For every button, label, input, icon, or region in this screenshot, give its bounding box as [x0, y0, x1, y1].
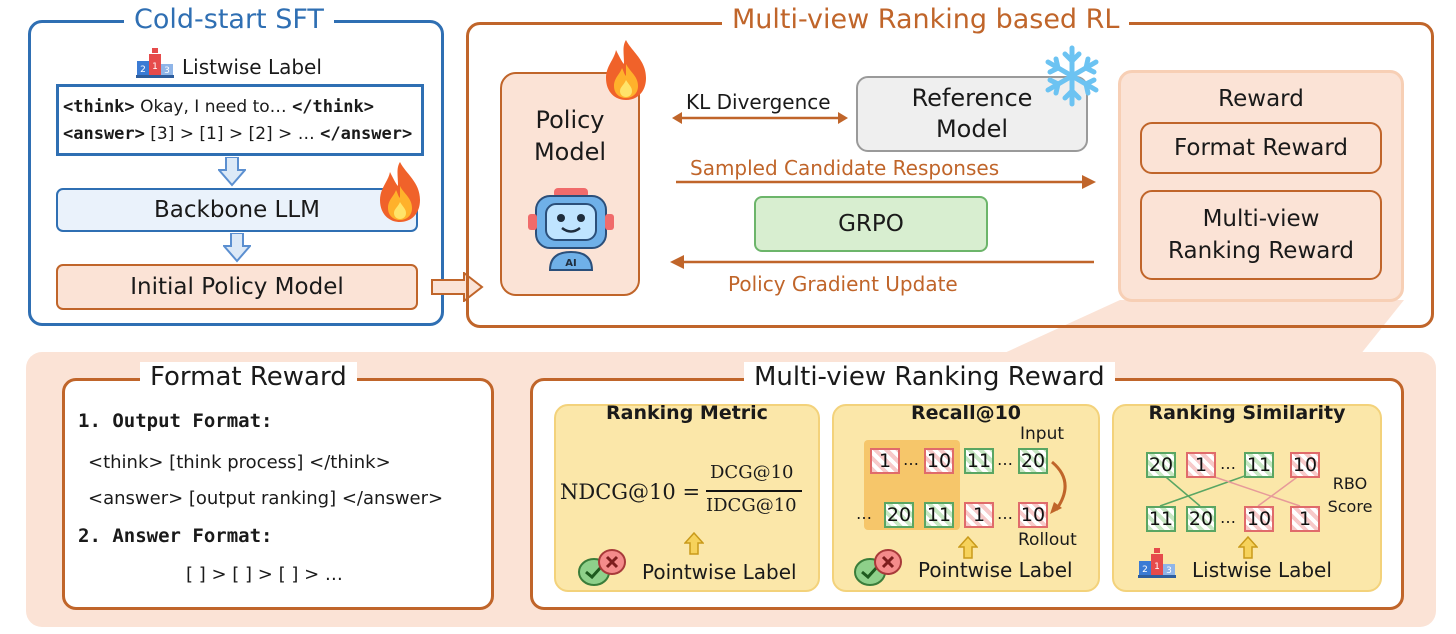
- similarity-bottom-item: 1: [1290, 506, 1320, 532]
- multiview-reward-title: Multi-view Ranking Reward: [744, 362, 1115, 392]
- cold-start-sft-title: Cold-start SFT: [124, 4, 334, 35]
- similarity-bottom-item: 20: [1186, 506, 1216, 532]
- svg-text:3: 3: [1166, 566, 1172, 576]
- answer-format-heading: 2. Answer Format:: [78, 525, 273, 547]
- policy-model-label: Policy Model: [533, 106, 607, 167]
- similarity-bottom-item: 10: [1244, 506, 1274, 532]
- ranking-similarity-title: Ranking Similarity: [1148, 402, 1346, 424]
- kl-divergence-label: KL Divergence: [686, 90, 831, 114]
- answer-open-tag: <answer>: [63, 124, 145, 144]
- listwise-label-heading: Listwise Label: [182, 55, 322, 79]
- similarity-bottom-item: 11: [1146, 506, 1176, 532]
- listwise-label-similarity: Listwise Label: [1192, 558, 1332, 582]
- rl-title: Multi-view Ranking based RL: [722, 4, 1130, 35]
- arrow-down-icon: [223, 233, 251, 263]
- arrow-left-icon: [670, 255, 1094, 269]
- svg-text:1: 1: [1154, 562, 1160, 572]
- recall-rollout-item: 20: [884, 502, 914, 528]
- format-reward-title: Format Reward: [140, 362, 357, 392]
- policy-model-box: Policy Model: [500, 72, 640, 296]
- answer-close-tag: </answer>: [320, 124, 413, 144]
- recall-title: Recall@10: [910, 402, 1022, 424]
- backbone-llm-box: Backbone LLM: [56, 188, 418, 232]
- output-format-line2: <answer> [output ranking] </answer>: [88, 488, 444, 509]
- arrow-up-icon: [958, 536, 978, 559]
- ndcg-denominator: IDCG@10: [706, 495, 797, 516]
- arrow-right-icon: [431, 272, 484, 302]
- reward-title: Reward: [1218, 86, 1304, 112]
- fire-icon: [380, 162, 420, 222]
- ndcg-lhs: NDCG@10 =: [560, 480, 701, 504]
- sampled-responses-label: Sampled Candidate Responses: [690, 156, 1000, 180]
- similarity-ellipsis: …: [1220, 454, 1236, 473]
- podium-icon: 1 2 3: [1138, 548, 1176, 578]
- similarity-ellipsis: …: [1220, 508, 1236, 527]
- snowflake-icon: [1045, 45, 1099, 107]
- recall-ellipsis: …: [997, 450, 1013, 469]
- pointwise-label-recall: Pointwise Label: [918, 558, 1073, 582]
- recall-rollout-item: 11: [924, 502, 954, 528]
- curved-arrow-icon: [1050, 460, 1067, 514]
- arrow-down-icon: [218, 157, 246, 187]
- svg-text:2: 2: [140, 65, 146, 75]
- answer-text: [3] > [1] > [2] > …: [150, 124, 315, 144]
- recall-rollout-item: 10: [1018, 502, 1048, 528]
- arrow-right-icon: [676, 175, 1096, 189]
- fire-icon: [606, 40, 646, 100]
- similarity-top-item: 11: [1244, 452, 1274, 478]
- initial-policy-model-box: Initial Policy Model: [56, 264, 418, 310]
- recall-ellipsis: …: [856, 504, 872, 523]
- recall-input-item: 11: [964, 448, 994, 474]
- svg-text:2: 2: [1142, 565, 1148, 575]
- similarity-top-item: 1: [1186, 452, 1216, 478]
- think-open-tag: <think>: [63, 97, 135, 117]
- recall-rollout-label: Rollout: [1018, 530, 1077, 550]
- recall-rollout-item: 1: [964, 502, 994, 528]
- arrow-up-icon: [1238, 536, 1258, 559]
- check-cross-bubbles-icon: [854, 549, 902, 586]
- answer-line: <answer> [3] > [1] > [2] > … </answer>: [63, 124, 412, 144]
- think-line: <think> Okay, I need to… </think>: [63, 97, 374, 117]
- example-response-box: [56, 84, 424, 156]
- format-reward-box: Format Reward: [1140, 122, 1382, 174]
- output-format-heading: 1. Output Format:: [78, 410, 273, 432]
- think-text: Okay, I need to…: [140, 97, 287, 117]
- recall-input-item: 10: [924, 448, 954, 474]
- recall-input-label: Input: [1020, 424, 1065, 444]
- robot-badge-text: AI: [565, 258, 576, 269]
- robot-icon: AI: [528, 188, 614, 271]
- recall-input-item: 1: [870, 448, 900, 474]
- double-arrow-icon: [672, 112, 848, 124]
- multiview-reward-box: Multi-view Ranking Reward: [1140, 190, 1382, 280]
- ndcg-numerator: DCG@10: [710, 462, 794, 483]
- answer-format-line: [ ] > [ ] > [ ] > …: [186, 564, 343, 585]
- output-format-line1: <think> [think process] </think>: [88, 452, 391, 473]
- recall-input-item: 20: [1018, 448, 1048, 474]
- svg-text:1: 1: [152, 62, 158, 72]
- check-cross-bubbles-icon: [578, 549, 626, 586]
- podium-icon: 1 2 3: [136, 48, 174, 78]
- pointwise-label-metric: Pointwise Label: [642, 560, 797, 584]
- recall-ellipsis: …: [903, 450, 919, 469]
- similarity-top-item: 10: [1290, 452, 1320, 478]
- grpo-box: GRPO: [754, 196, 988, 252]
- fraction-bar: [706, 490, 802, 492]
- similarity-top-item: 20: [1146, 452, 1176, 478]
- think-close-tag: </think>: [292, 97, 374, 117]
- policy-gradient-label: Policy Gradient Update: [728, 272, 958, 296]
- arrow-up-icon: [684, 532, 704, 555]
- ranking-metric-title: Ranking Metric: [606, 402, 768, 424]
- rbo-score-label: RBO Score: [1327, 474, 1373, 517]
- svg-text:3: 3: [164, 66, 170, 76]
- recall-ellipsis: …: [997, 504, 1013, 523]
